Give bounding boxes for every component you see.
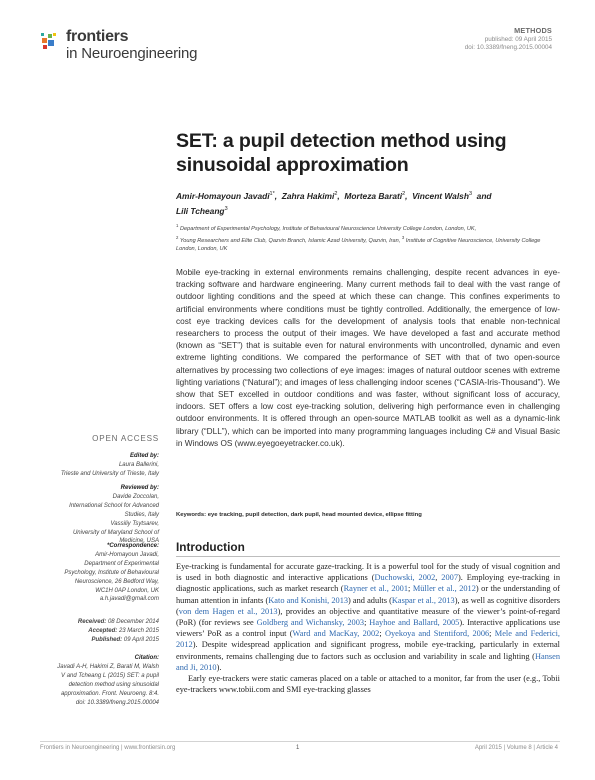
intro-paragraph: Eye-tracking is fundamental for accurate… [176, 562, 561, 672]
section-divider [176, 556, 560, 557]
abstract: Mobile eye-tracking in external environm… [176, 268, 560, 448]
article-type: METHODS [514, 26, 552, 35]
correspondence: *Correspondence: Amir-Homayoun Javadi, D… [24, 542, 159, 604]
affiliation: Young Researchers and Elite Club, Qazvin… [179, 237, 401, 244]
correspondence-email[interactable]: a.h.javadi@gmail.com [99, 596, 159, 603]
citation-link[interactable]: Mele and Federici, 2012 [176, 629, 561, 650]
article-dates: Received: 08 December 2014 Accepted: 23 … [24, 618, 159, 645]
citation-link[interactable]: Goldberg and Wichansky, 2003 [256, 618, 365, 628]
author-affil-sup: 2 [334, 191, 338, 197]
accepted-date: 23 March 2015 [118, 627, 159, 634]
section-heading-introduction: Introduction [176, 540, 245, 554]
author-name[interactable]: Amir-Homayoun Javadi [176, 190, 270, 201]
correspondence-line: Amir-Homayoun Javadi, [95, 551, 159, 558]
citation-link[interactable]: Müller et al., 2012 [412, 584, 476, 594]
received-date: 08 December 2014 [107, 619, 159, 625]
author-name[interactable]: Morteza Barati [344, 190, 403, 201]
citation-link[interactable]: von dem Hagen et al., 2013 [178, 606, 278, 616]
published-date: published: 09 April 2015 [484, 35, 552, 43]
reviewer-line: Vassiliy Tsytsarev, [110, 520, 159, 527]
reviewer-line: Studies, Italy [124, 511, 159, 518]
citation-label: Citation: [134, 655, 159, 661]
frontiers-logo[interactable]: frontiers in Neuroengineering [40, 28, 240, 68]
author-affil-sup: 3 [224, 205, 228, 212]
correspondence-line: Psychology, Institute of Behavioural [64, 569, 159, 576]
affiliation: Department of Experimental Psychology, I… [179, 225, 477, 232]
keywords: Keywords: eye tracking, pupil detection,… [176, 512, 422, 518]
citation-link[interactable]: Rayner et al., 2001 [343, 584, 409, 594]
author-affil-sup: 1* [269, 191, 275, 197]
page-number: 1 [296, 745, 300, 751]
introduction-body: Eye-tracking is fundamental for accurate… [176, 561, 560, 695]
accepted-label: Accepted: [88, 627, 118, 634]
author-affil-sup: 2 [402, 191, 406, 197]
logo-journal: in Neuroengineering [66, 45, 198, 62]
logo-name: frontiers [66, 28, 129, 45]
citation-line: detection method using sinusoidal [68, 681, 159, 688]
citation: Citation: Javadi A-H, Hakimi Z, Barati M… [24, 654, 159, 707]
editor-line: Trieste and University of Trieste, Italy [60, 470, 159, 477]
doi[interactable]: doi: 10.3389/fneng.2015.00004 [464, 44, 552, 52]
affil-sup: 1 [176, 223, 179, 228]
reviewed-by-label: Reviewed by: [120, 485, 159, 491]
citation-link[interactable]: Hayhoe and Ballard, 2005 [369, 618, 460, 628]
footer-journal[interactable]: Frontiers in Neuroengineering | www.fron… [40, 745, 176, 751]
citation-line: approximation. Front. Neuroeng. 8:4. [60, 690, 159, 697]
author-list: Amir-Homayoun Javadi1*, Zahra Hakimi2, M… [176, 190, 492, 216]
reviewer-line: International School for Advanced [69, 502, 159, 509]
received-label: Received: [77, 619, 107, 625]
footer-volume: April 2015 | Volume 8 | Article 4 [474, 745, 558, 751]
affil-sup: 3 [401, 234, 405, 240]
reviewed-by: Reviewed by: Davide Zoccolan, Internatio… [24, 484, 159, 546]
author-affil-sup: 3 [468, 191, 472, 197]
citation-link[interactable]: Hansen and Ji, 2010 [176, 651, 560, 672]
author-name[interactable]: Vincent Walsh [412, 190, 469, 201]
edited-by-label: Edited by: [129, 453, 159, 459]
citation-link[interactable]: 2007 [441, 573, 458, 583]
affiliation: Institute of Cognitive Neuroscience, Uni… [176, 237, 541, 253]
footer-divider [40, 741, 560, 742]
citation-link[interactable]: Kato and Konishi, 2013 [268, 595, 349, 605]
frontiers-logo-icon [41, 33, 56, 49]
reviewer-line: University of Maryland School of [72, 529, 159, 536]
article-title: SET: a pupil detection method using sinu… [176, 130, 507, 176]
correspondence-line: Department of Experimental [84, 560, 159, 567]
citation-link[interactable]: Oyekoya and Stentiford, 2006 [384, 629, 490, 639]
citation-link[interactable]: Ward and MacKay, 2002 [292, 629, 380, 639]
citation-link[interactable]: Duchowski, 2002 [374, 573, 436, 583]
reviewer-line: Davide Zoccolan, [112, 493, 159, 500]
citation-line: V and Tcheang L (2015) SET: a pupil [61, 672, 159, 679]
citation-line: Javadi A-H, Hakimi Z, Barati M, Walsh [57, 663, 159, 670]
affil-sup: 2 [176, 234, 179, 240]
published-date-side: 09 April 2015 [123, 636, 159, 643]
correspondence-line: WC1H 0AP London, UK [95, 587, 159, 594]
citation-link[interactable]: Kaspar et al., 2013 [391, 595, 455, 605]
intro-paragraph: Early eye-trackers were static cameras p… [176, 674, 560, 695]
citation-doi[interactable]: doi: 10.3389/fneng.2015.00004 [75, 699, 159, 706]
open-access-label: OPEN ACCESS [92, 434, 159, 443]
edited-by: Edited by: Laura Ballerini, Trieste and … [24, 452, 159, 479]
article-header-meta: METHODS published: 09 April 2015 doi: 10… [464, 26, 552, 53]
correspondence-line: Neuroscience, 26 Bedford Way, [74, 578, 159, 585]
author-name[interactable]: Lili Tcheang [176, 205, 225, 216]
author-name[interactable]: Zahra Hakimi [281, 190, 335, 201]
correspondence-label: *Correspondence: [106, 543, 159, 549]
editor-line: Laura Ballerini, [118, 461, 159, 468]
published-label: Published: [91, 636, 123, 643]
affiliations: 1 Department of Experimental Psychology,… [176, 222, 561, 254]
author-and: and [476, 190, 492, 201]
reviewer-line: Medicine, USA [119, 538, 159, 545]
